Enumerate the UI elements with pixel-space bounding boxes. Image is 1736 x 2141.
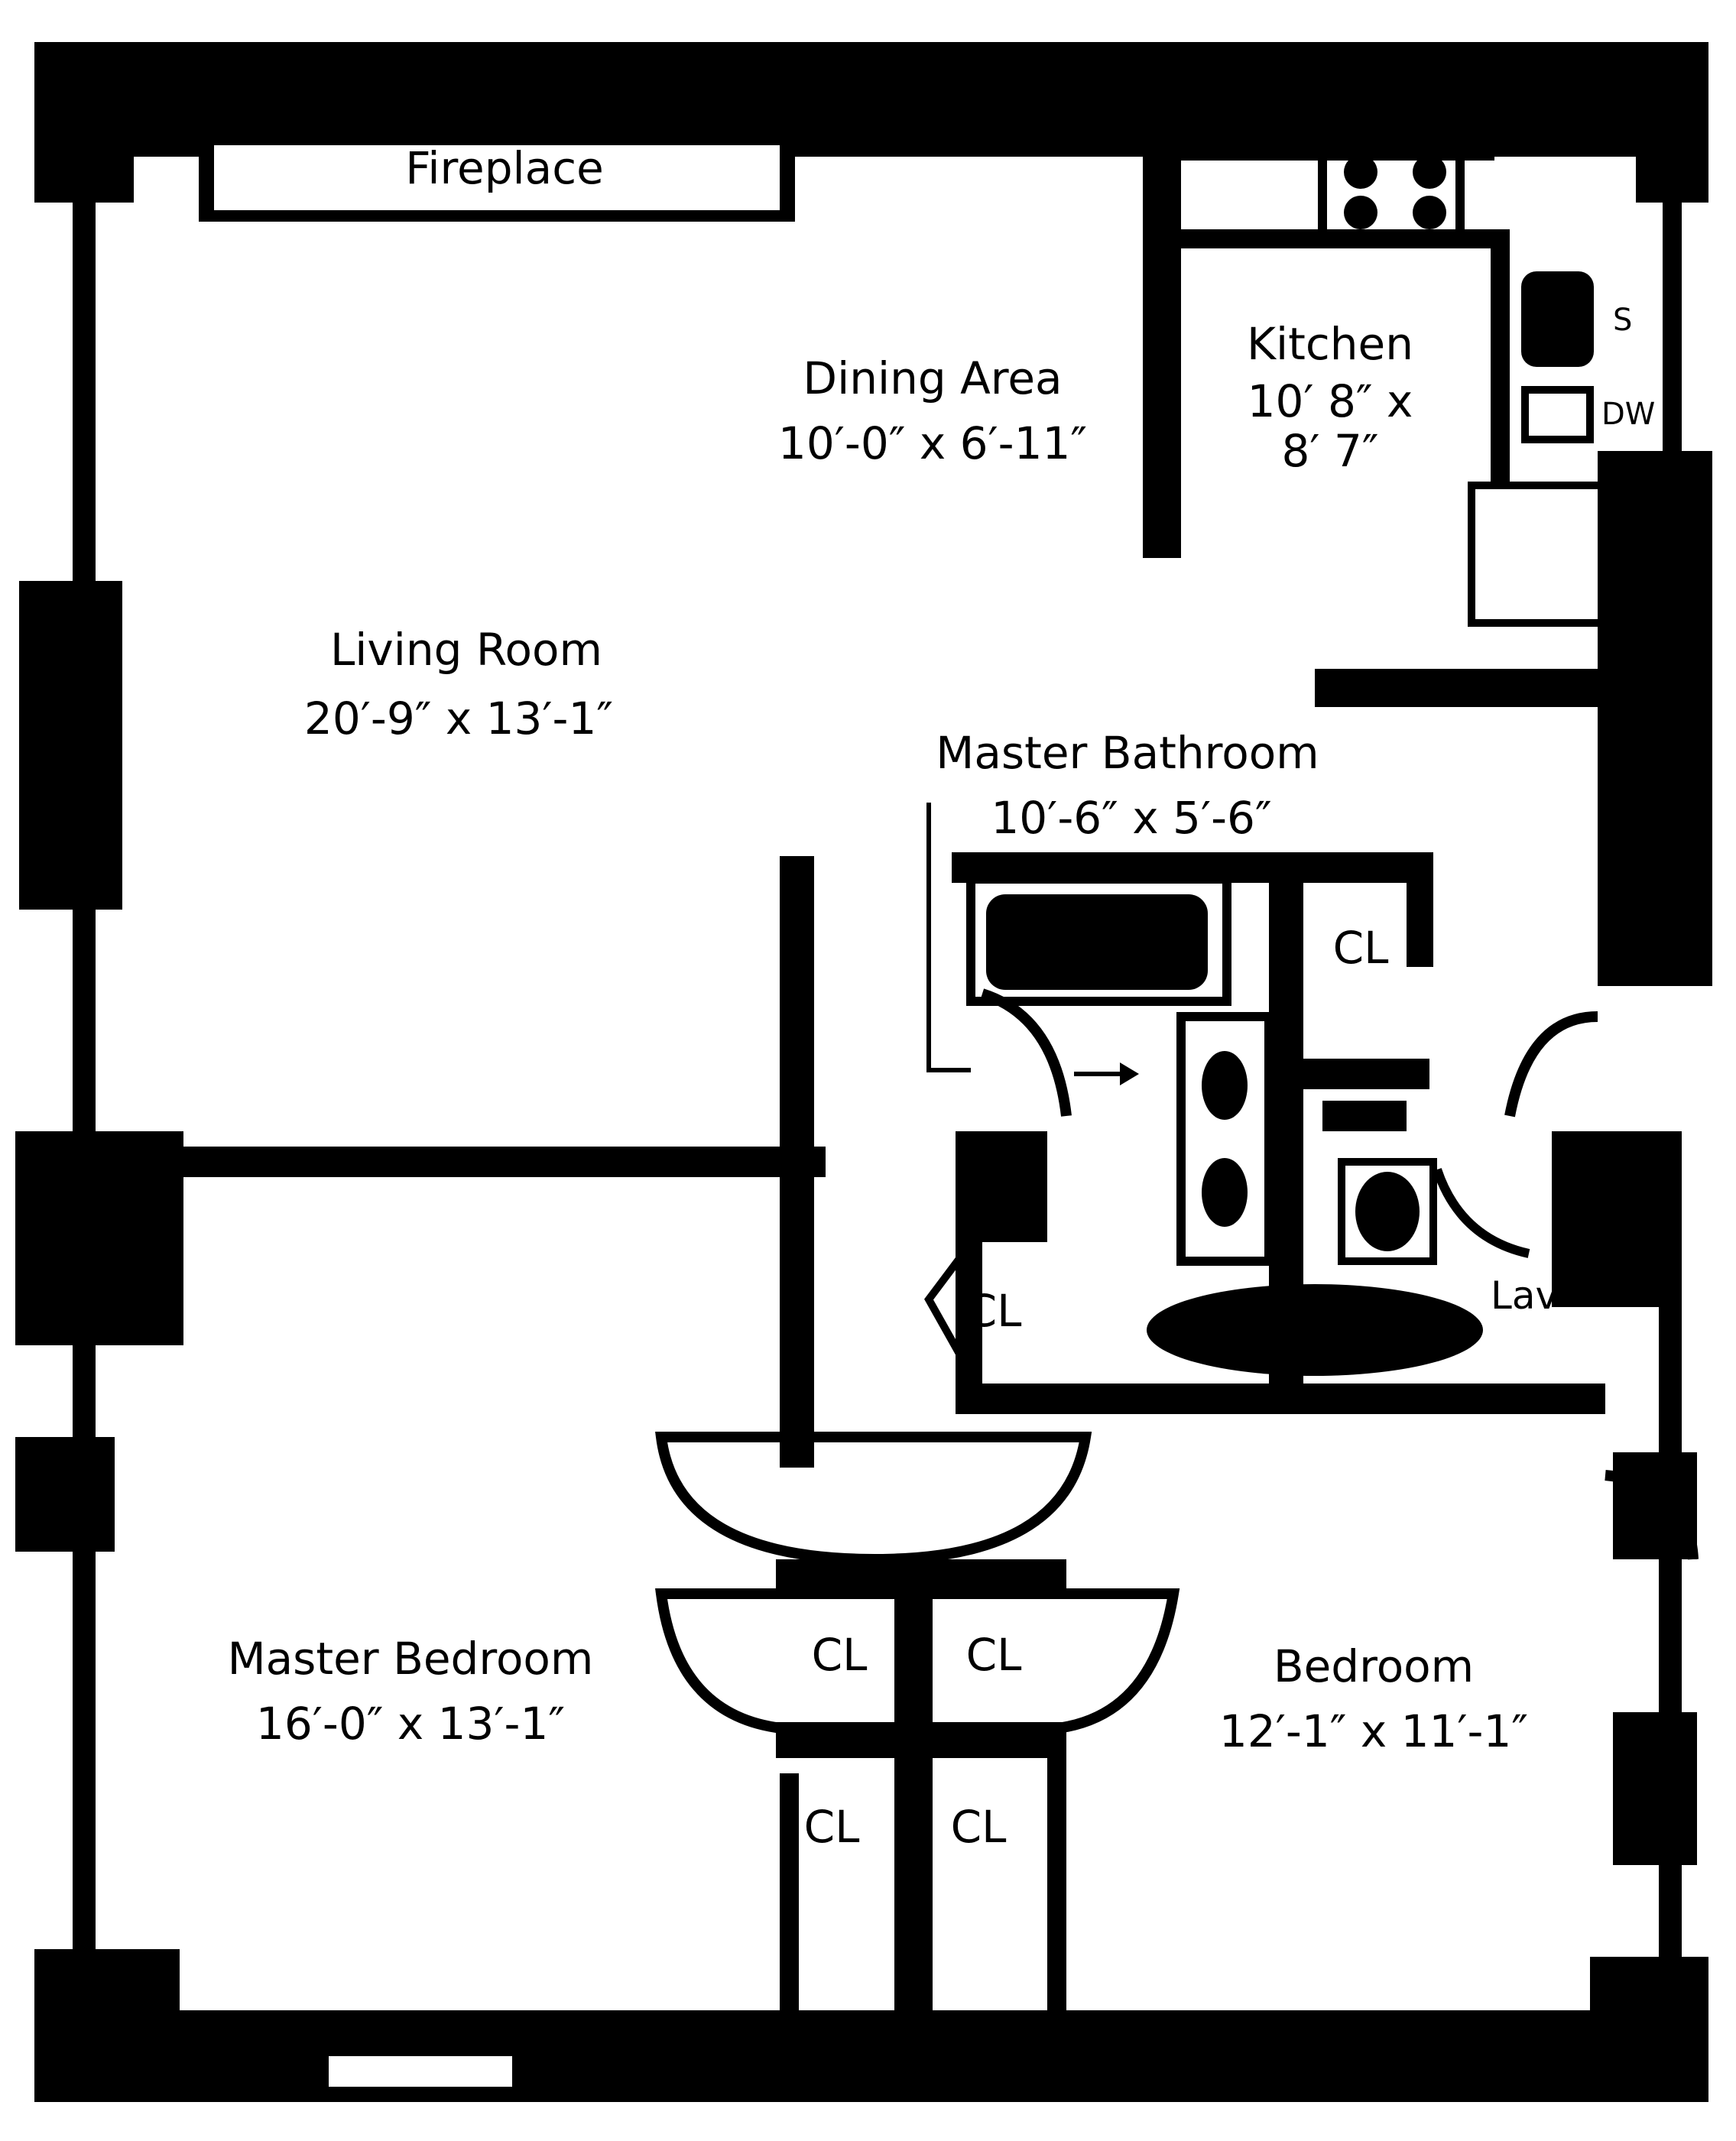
right-wall-upper <box>1663 153 1682 459</box>
bath-door-swing <box>980 988 1072 1117</box>
stove-burner-1 <box>1344 155 1377 189</box>
right-window-door <box>1605 1470 1699 1560</box>
bath-closet-label: CL <box>1333 922 1389 974</box>
master-bed-name: Master Bedroom <box>228 1633 594 1685</box>
master-bed-dims: 16′-0″ x 13′-1″ <box>256 1698 565 1750</box>
bottom-window-gap <box>329 2056 512 2087</box>
living-name: Living Room <box>330 624 602 676</box>
hall-wall-left <box>780 856 814 1468</box>
bedroom-hall-door <box>1504 1011 1598 1118</box>
bathtub <box>986 894 1208 990</box>
vanity-basin-2 <box>1202 1158 1248 1227</box>
right-pier-1 <box>1598 451 1712 986</box>
bath-rug <box>1147 1284 1483 1376</box>
medicine-cabinet <box>1322 1101 1407 1131</box>
outer-walls <box>15 42 1712 2102</box>
hall-wall-left-lower <box>780 1773 799 2018</box>
left-pier-3 <box>15 1437 115 1552</box>
sink-label: S <box>1613 303 1632 338</box>
bath-right-wall <box>1407 852 1433 967</box>
fireplace-box <box>214 145 780 210</box>
bedroom-closet-divider <box>894 1575 933 2018</box>
stove-burner-4 <box>1413 196 1446 229</box>
double-vanity <box>1176 1012 1274 1266</box>
right-pier-2 <box>1552 1131 1682 1307</box>
hall-closet-door <box>924 1251 967 1376</box>
room-labels: Dining Area 10′-0″ x 6′-11″ Kitchen 10′ … <box>228 318 1528 1757</box>
vanity-basin-1 <box>1202 1051 1248 1120</box>
fireplace-label: Fireplace <box>405 142 604 194</box>
hall-closet-label: CL <box>966 1285 1022 1337</box>
kitchen-fixtures: S DW <box>1181 141 1655 627</box>
left-pier-1 <box>19 581 122 910</box>
bottom-left-pier <box>34 1949 180 2102</box>
kitchen-dims-1: 10′ 8″ x <box>1248 375 1413 427</box>
dining-name: Dining Area <box>803 352 1062 404</box>
closet-top-wall <box>776 1559 1066 1590</box>
dining-dims: 10′-0″ x 6′-11″ <box>778 417 1087 469</box>
master-bath-name: Master Bathroom <box>936 727 1319 779</box>
bath-entry-line <box>926 803 971 1072</box>
living-dims: 20′-9″ x 13′-1″ <box>304 693 613 744</box>
kitchen-bath-wall <box>1315 669 1605 707</box>
bedroom-name: Bedroom <box>1274 1640 1474 1692</box>
living-bedroom-wall <box>92 1147 826 1177</box>
kitchen-sink <box>1521 271 1594 367</box>
bath-closet-partition <box>1303 1059 1429 1089</box>
kitchen-name: Kitchen <box>1247 318 1413 370</box>
closet-right-wall <box>1047 1743 1066 2010</box>
dining-kitchen-wall <box>1143 153 1181 558</box>
bathtub-enclosure <box>966 874 1231 1006</box>
kitchen-side-counter <box>1491 229 1510 482</box>
stove-burner-3 <box>1344 196 1377 229</box>
fireplace: Fireplace <box>199 138 795 222</box>
stove <box>1318 141 1465 245</box>
bedroom-dims: 12′-1″ x 11′-1″ <box>1219 1705 1528 1757</box>
closets: CL CL CL CL CL <box>804 1285 1022 1853</box>
left-wall <box>73 153 96 2026</box>
master-bath-dims: 10′-6″ x 5′-6″ <box>991 792 1271 844</box>
stove-burner-2 <box>1413 155 1446 189</box>
closet-label-1: CL <box>812 1629 868 1681</box>
closet-doors-upper <box>655 1588 1180 1733</box>
toilet <box>1355 1172 1420 1251</box>
bath-arrow-head <box>1120 1062 1139 1085</box>
refrigerator <box>1468 482 1605 627</box>
master-bed-door <box>655 1432 1092 1565</box>
lav-door-swing <box>1433 1168 1530 1258</box>
dishwasher <box>1521 386 1594 443</box>
bath-left-block <box>956 1131 1047 1242</box>
closet-label-2: CL <box>966 1629 1022 1681</box>
bath-bottom-wall <box>956 1384 1605 1414</box>
master-bathroom: Master Bathroom 10′-6″ x 5′-6″ CL Lav <box>926 727 1605 1414</box>
closet-label-3: CL <box>804 1801 860 1853</box>
kitchen-dims-2: 8′ 7″ <box>1281 425 1378 477</box>
lav-label: Lav <box>1491 1273 1558 1318</box>
right-wall-lower <box>1659 1299 1682 1987</box>
right-pier-3 <box>1613 1452 1697 1559</box>
toilet-box <box>1338 1158 1437 1265</box>
doors <box>655 988 1699 1733</box>
closet-label-4: CL <box>951 1801 1007 1853</box>
right-pier-4 <box>1613 1712 1697 1865</box>
bottom-wall <box>34 2010 1708 2102</box>
dishwasher-label: DW <box>1601 397 1655 432</box>
bottom-right-pier <box>1590 1957 1708 2102</box>
